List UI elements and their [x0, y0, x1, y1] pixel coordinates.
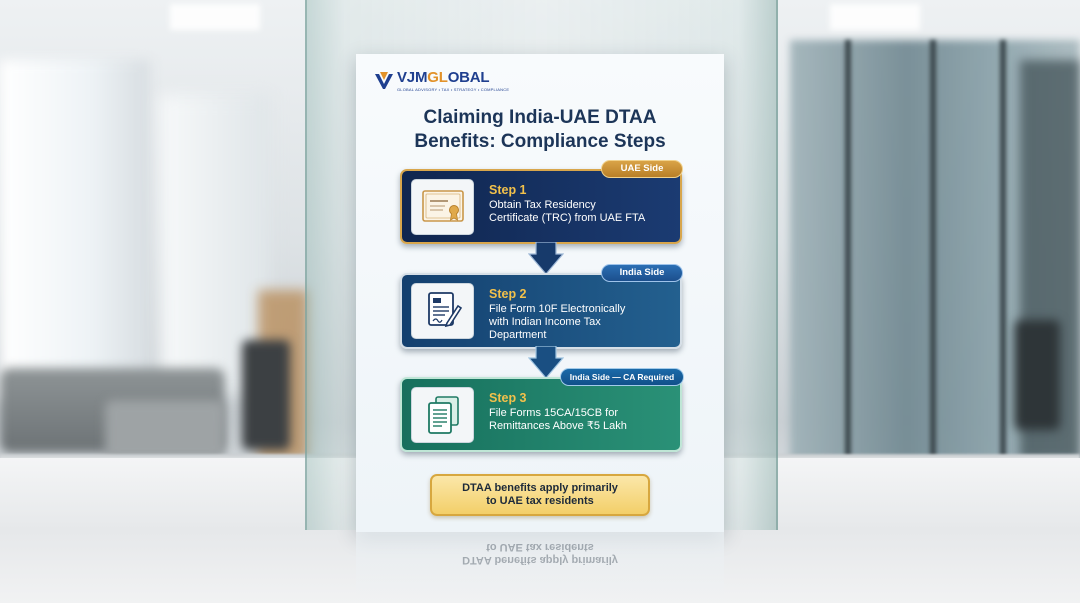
office-chair	[1015, 320, 1060, 430]
brand-tagline: GLOBAL ADVISORY • TAX • STRATEGY • COMPL…	[397, 87, 510, 92]
down-arrow-icon	[527, 241, 565, 280]
reflected-note: DTAA benefits apply primarily to UAE tax…	[462, 541, 618, 566]
side-badge-india: India Side	[601, 264, 683, 282]
step-label: Step 3	[489, 391, 527, 405]
side-badge-uae: UAE Side	[601, 160, 683, 178]
step-card-3: Step 3 File Forms 15CA/15CB for Remittan…	[400, 377, 682, 452]
brand-logo: VJMGLOBAL GLOBAL ADVISORY • TAX • STRATE…	[374, 70, 509, 92]
poster-reflection: DTAA benefits apply primarily to UAE tax…	[356, 532, 724, 603]
step-card-1: Step 1 Obtain Tax Residency Certificate …	[400, 169, 682, 244]
glass-frame	[1000, 40, 1006, 470]
window-light	[0, 60, 150, 400]
logo-mark-icon	[374, 70, 394, 90]
poster: VJMGLOBAL GLOBAL ADVISORY • TAX • STRATE…	[356, 54, 724, 532]
step-card-2: Step 2 File Form 10F Electronically with…	[400, 273, 682, 349]
office-chair	[242, 340, 290, 450]
ceiling-light	[830, 4, 920, 30]
glass-frame	[845, 40, 851, 470]
step-description: File Forms 15CA/15CB for Remittances Abo…	[489, 407, 627, 432]
step-description: File Form 10F Electronically with Indian…	[489, 303, 626, 341]
signed-form-icon	[411, 283, 474, 339]
step-label: Step 2	[489, 287, 527, 301]
down-arrow-icon	[527, 345, 565, 384]
side-badge-india-ca: India Side — CA Required	[560, 368, 684, 386]
glass-frame	[930, 40, 936, 470]
ceiling-light	[170, 4, 260, 30]
step-description: Obtain Tax Residency Certificate (TRC) f…	[489, 199, 646, 224]
eligibility-note: DTAA benefits apply primarily to UAE tax…	[430, 474, 650, 516]
certificate-icon	[411, 179, 474, 235]
step-label: Step 1	[489, 183, 527, 197]
poster-title: Claiming India-UAE DTAA Benefits: Compli…	[414, 107, 666, 152]
sofa-cushion	[105, 400, 225, 460]
documents-icon	[411, 387, 474, 443]
brand-name: VJMGLOBAL	[397, 69, 490, 86]
